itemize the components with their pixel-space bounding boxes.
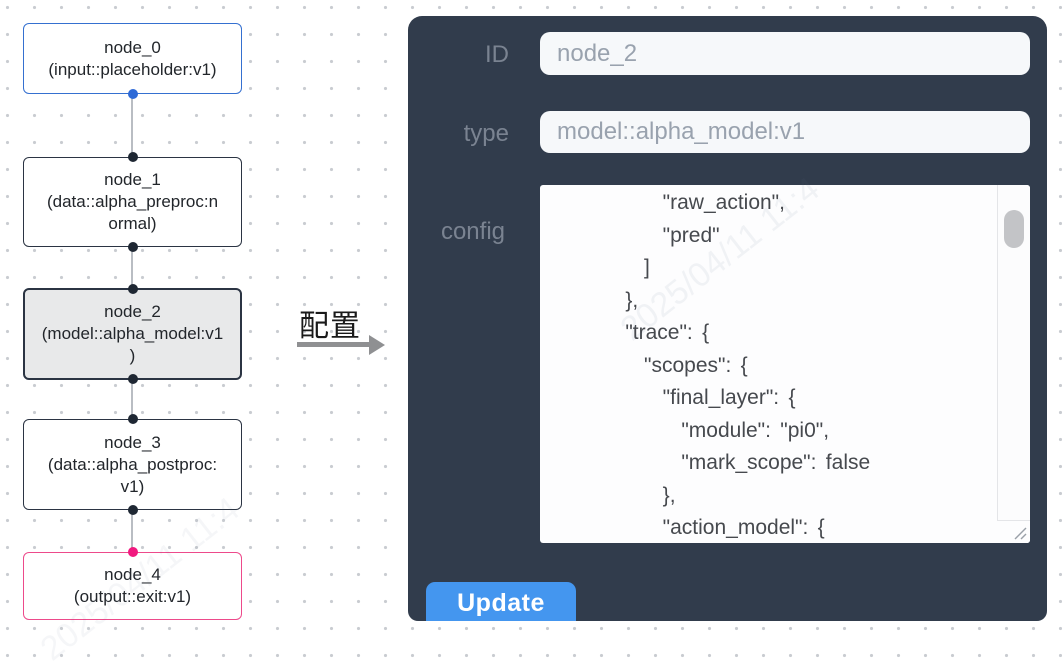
id-input[interactable] [540,32,1030,75]
node-subtitle: (input::placeholder:v1) [48,59,217,79]
input-port[interactable] [127,284,138,294]
edge-node1-node2 [131,247,133,288]
resize-handle-icon[interactable] [1013,526,1027,540]
node-title: node_4 [104,565,161,584]
node-node_3[interactable]: node_3 (data::alpha_postproc: v1) [23,414,242,515]
output-port[interactable] [127,89,138,99]
id-field-label: ID [485,41,509,68]
node-node_2-selected[interactable]: node_2 (model::alpha_model:v1 ) [23,284,242,384]
config-scrollbar-corner [997,520,1030,543]
right-arrow-head-icon [369,334,385,355]
node-title: node_3 [104,432,161,452]
right-arrow-icon [297,342,371,347]
input-port[interactable] [127,414,138,424]
input-port[interactable] [127,547,138,557]
node-title: node_0 [104,37,161,57]
type-input[interactable] [540,111,1030,153]
node-title: node_2 [104,302,161,321]
node-subtitle: (data::alpha_postproc: v1) [47,454,218,496]
output-port[interactable] [127,374,138,384]
flow-canvas: node_0 (input::placeholder:v1) node_1 (d… [0,0,408,643]
node-node_4[interactable]: node_4 (output::exit:v1) [23,547,242,620]
node-config-panel: ID type config "raw_action", "pred" ] },… [408,16,1047,621]
edge-node0-node1 [131,94,133,157]
config-field-label: config [440,218,505,245]
node-subtitle: (data::alpha_preproc:n ormal) [46,192,219,233]
edge-node2-node3 [131,380,133,419]
node-node_0[interactable]: node_0 (input::placeholder:v1) [23,23,242,99]
input-port[interactable] [127,152,138,162]
node-title: node_1 [104,170,161,189]
node-subtitle: (output::exit:v1) [73,587,192,606]
update-button[interactable]: Update [426,582,576,621]
config-json-text: "raw_action", "pred" ] }, "trace": { "sc… [625,191,871,539]
config-textarea[interactable]: "raw_action", "pred" ] }, "trace": { "sc… [540,185,1030,543]
type-field-label: type [463,120,509,147]
edge-node3-node4 [131,510,133,552]
output-port[interactable] [127,242,138,252]
node-node_1[interactable]: node_1 (data::alpha_preproc:n ormal) [23,152,242,252]
config-scrollbar-thumb[interactable] [1004,210,1024,248]
config-scrollbar-track[interactable] [997,185,1030,543]
config-annotation-label: 配置 [299,310,361,343]
node-subtitle: (model::alpha_model:v1 ) [41,324,224,365]
output-port[interactable] [127,505,138,515]
